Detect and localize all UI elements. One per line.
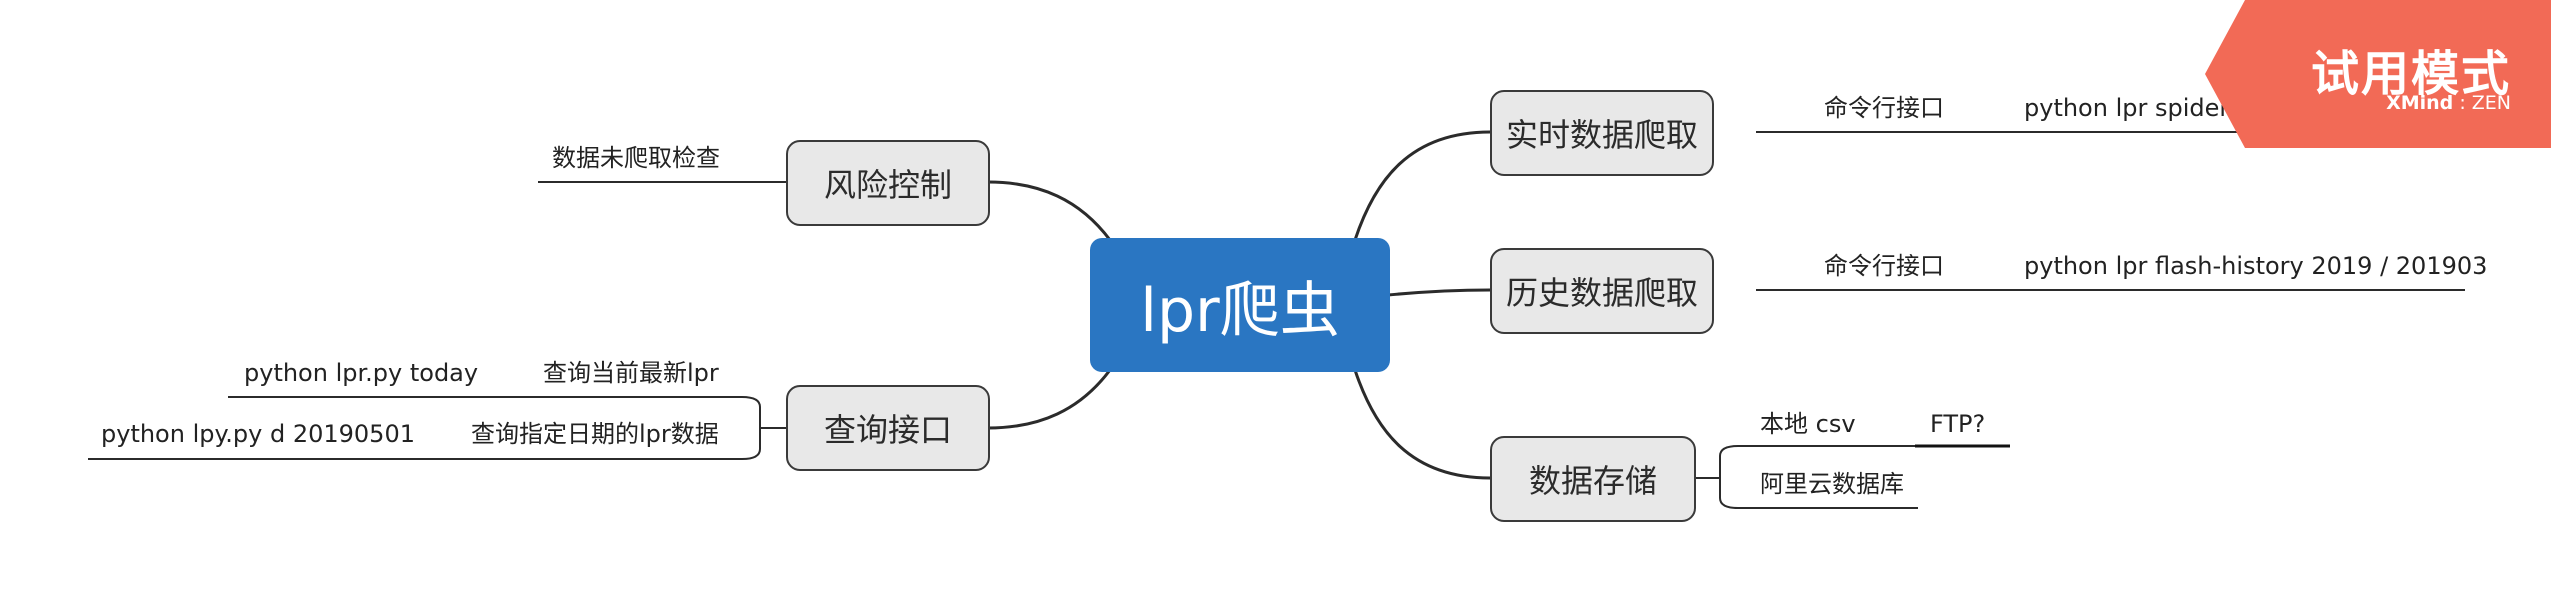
topic-query-interface-label: 查询接口: [823, 411, 952, 449]
trial-mode-badge: 试用模式 XMind : ZEN: [2205, 0, 2551, 148]
topic-query-interface[interactable]: 查询接口: [786, 385, 990, 471]
subtopic-aliyun-database[interactable]: 阿里云数据库: [1760, 470, 1904, 498]
badge-shape: [2205, 0, 2551, 148]
subtopic-local-csv[interactable]: 本地 csv: [1760, 410, 1856, 438]
subtopic-query-latest-lpr-command[interactable]: python lpr.py today: [244, 359, 479, 387]
subtopic-history-cli-command[interactable]: python lpr flash-history 2019 / 201903: [2024, 252, 2488, 280]
topic-data-storage[interactable]: 数据存储: [1490, 436, 1696, 522]
central-topic[interactable]: lpr爬虫: [1090, 238, 1390, 372]
subtopic-ftp[interactable]: FTP?: [1930, 410, 1986, 438]
xmind-zen-logo: XMind : ZEN: [2386, 92, 2511, 114]
topic-risk-control[interactable]: 风险控制: [786, 140, 990, 226]
subtopic-history-cli[interactable]: 命令行接口: [1824, 252, 1944, 280]
bracket-query: [741, 396, 761, 460]
topic-data-storage-label: 数据存储: [1528, 462, 1657, 500]
connector-risk: [987, 180, 1112, 241]
bracket-storage: [1719, 445, 1739, 509]
topic-realtime-crawl-label: 实时数据爬取: [1505, 116, 1698, 154]
subtopic-data-not-crawled-check[interactable]: 数据未爬取检查: [552, 144, 720, 172]
connector-realtime: [1353, 130, 1491, 241]
topic-risk-control-label: 风险控制: [823, 166, 952, 204]
connector-storage: [1353, 369, 1491, 480]
subtopic-realtime-cli[interactable]: 命令行接口: [1824, 94, 1944, 122]
subtopic-query-latest-lpr[interactable]: 查询当前最新lpr: [543, 359, 719, 387]
topic-history-crawl[interactable]: 历史数据爬取: [1490, 248, 1714, 334]
trial-mode-title: 试用模式: [2310, 46, 2511, 102]
topic-realtime-crawl[interactable]: 实时数据爬取: [1490, 90, 1714, 176]
subtopic-query-date-lpr[interactable]: 查询指定日期的lpr数据: [471, 420, 719, 448]
xmind-logo-bold: XMind: [2386, 92, 2454, 114]
xmind-logo-zen: : ZEN: [2453, 92, 2511, 114]
subtopic-query-date-lpr-command[interactable]: python lpy.py d 20190501: [101, 420, 415, 448]
connector-history: [1387, 288, 1491, 297]
central-topic-label: lpr爬虫: [1140, 275, 1340, 346]
connector-query: [987, 369, 1112, 430]
topic-history-crawl-label: 历史数据爬取: [1505, 274, 1698, 312]
